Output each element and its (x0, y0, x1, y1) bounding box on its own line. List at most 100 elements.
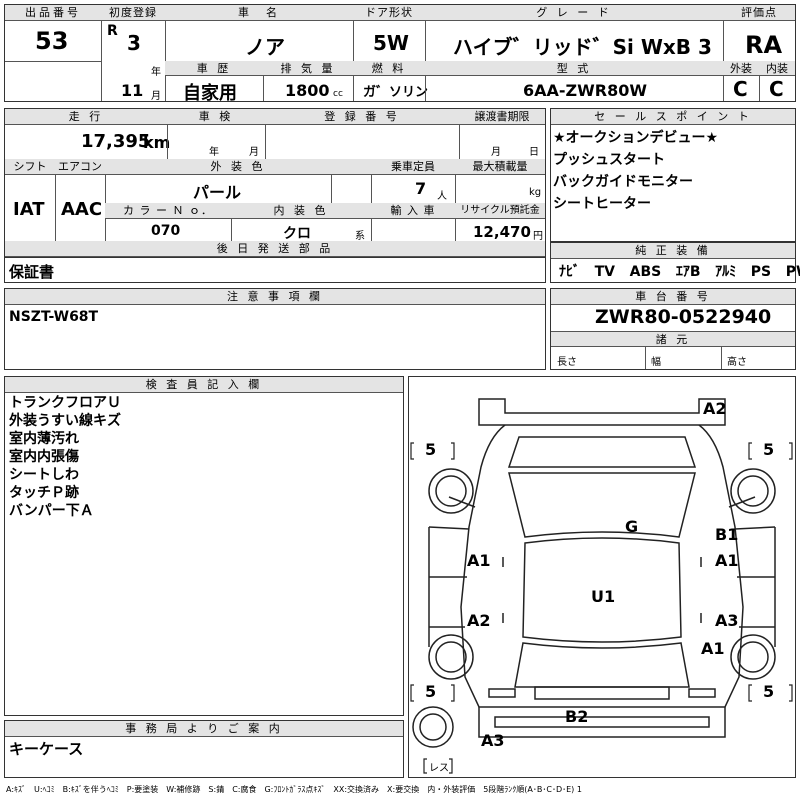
car-outline (410, 398, 793, 774)
chassis-number: ZWR80-0522940 (595, 306, 772, 328)
era: R (107, 23, 118, 39)
sales-point-item: プッシュスタート (553, 152, 665, 168)
displacement-label: 排 気 量 (263, 61, 353, 76)
capacity-unit: 人 (437, 191, 447, 202)
equipment-label: 純 正 装 備 (551, 243, 795, 259)
lot-no-label: 出品番号 (5, 5, 101, 21)
sales-points: セ ー ル ス ポ イ ン ト ★オークションデビュー★ プッシュスタート バッ… (550, 108, 796, 242)
width-label: 幅 (651, 357, 661, 368)
sales-points-list: ★オークションデビュー★ プッシュスタート バックガイドモニター シートヒーター (553, 129, 718, 213)
equipment-item: ﾅﾋﾞ (559, 264, 580, 280)
inspector-line: トランクフロアＵ (9, 395, 121, 411)
spare-tire-label: レス (429, 763, 449, 774)
office-notes: 事 務 局 よ り ご 案 内 キーケース (4, 720, 404, 778)
ac-label: エアコン (55, 159, 105, 175)
mileage: 17,395 (81, 131, 151, 152)
tire-mark: 5 (425, 682, 437, 701)
later-parts-box: 保証書 (4, 257, 546, 283)
inspector-line: 室内内張傷 (9, 449, 79, 465)
load-unit: kg (529, 187, 542, 198)
damage-mark: B2 (565, 707, 589, 726)
chassis: 車 台 番 号 ZWR80-0522940 諸 元 長さ 幅 高さ (550, 288, 796, 370)
length-label: 長さ (557, 357, 577, 368)
capacity-label: 乗車定員 (371, 159, 455, 175)
exterior-label: 外装 (723, 61, 759, 76)
grade: ハイブ゛リッド゛Si WxB 3 (453, 35, 712, 59)
recycle-unit: 円 (533, 231, 543, 242)
color-no-label: カ ラ ー Ｎ ｏ． (105, 203, 231, 219)
equipment-item: ABS (629, 264, 662, 280)
sales-points-label: セ ー ル ス ポ イ ン ト (551, 109, 795, 125)
model: 6AA-ZWR80W (523, 81, 648, 100)
fuel-label: 燃 料 (353, 61, 425, 76)
inspector-notes: 検 査 員 記 入 欄 トランクフロアＵ 外装うすい線キズ 室内薄汚れ 室内内張… (4, 376, 404, 716)
history: 自家用 (183, 83, 237, 104)
shift: IAT (13, 199, 45, 220)
damage-mark: A1 (715, 551, 739, 570)
interior-grade: C (769, 77, 784, 101)
later-parts-value: 保証書 (9, 263, 55, 281)
score-label: 評価点 (723, 5, 795, 21)
name-label: 車 名 (165, 5, 353, 21)
recycle-label: リサイクル預託金 (455, 203, 545, 219)
insp-year-unit: 年 (209, 147, 219, 158)
ac: AAC (61, 199, 103, 220)
transfer-label: 譲渡書期限 (459, 109, 545, 125)
inspector-lines: トランクフロアＵ 外装うすい線キズ 室内薄汚れ 室内内張傷 シートしわ タッチＰ… (9, 394, 121, 520)
recycle: 12,470 (473, 223, 531, 241)
grade-label: グ レ ー ド (425, 5, 723, 21)
office-label: 事 務 局 よ り ご 案 内 (5, 721, 403, 737)
import-label: 輸 入 車 (371, 203, 455, 219)
exterior-grade: C (733, 77, 748, 101)
inspector-line: 室内薄汚れ (9, 431, 79, 447)
lot-no: 53 (35, 27, 69, 55)
month-unit: 月 (151, 91, 161, 102)
first-reg-label: 初度登録 (101, 5, 165, 21)
model-label: 型 式 (425, 61, 723, 76)
equipment-item: PS (750, 264, 772, 280)
mileage-label: 走 行 (5, 109, 167, 125)
damage-mark: A3 (715, 611, 739, 630)
equipment-item: ｱﾙﾐ (715, 264, 737, 280)
damage-mark: A3 (481, 731, 505, 750)
vehicle-details: 走 行 17,395 km 車 検 年 月 登 録 番 号 譲渡書期限 月 日 … (4, 108, 546, 258)
displacement-unit: cc (333, 89, 343, 99)
inspector-line: シートしわ (9, 467, 79, 483)
color-no: 070 (151, 223, 181, 239)
inspector-line: バンパー下Ａ (9, 503, 94, 519)
header-section: 出品番号 53 初度登録 R 3 年 11 月 車 名 ノア ドア形状 5W グ… (4, 4, 796, 104)
damage-mark: A1 (467, 551, 491, 570)
door-label: ドア形状 (353, 5, 425, 21)
year-unit: 年 (151, 67, 161, 78)
reg-month: 11 (121, 81, 144, 100)
notes: 注 意 事 項 欄 NSZT-W68T (4, 288, 546, 370)
int-color-unit: 系 (355, 231, 365, 242)
transfer-day-unit: 日 (529, 147, 539, 158)
shift-label: シフト (5, 159, 55, 175)
chassis-label: 車 台 番 号 (551, 289, 795, 305)
damage-mark: G (625, 517, 639, 536)
equipment-item: PW (785, 264, 800, 280)
specs-label: 諸 元 (551, 331, 795, 347)
notes-label: 注 意 事 項 欄 (5, 289, 545, 305)
sales-point-item: バックガイドモニター (553, 174, 693, 190)
car-name: ノア (245, 35, 285, 59)
fuel: ガ゛ソリン (363, 85, 429, 100)
damage-diagram: 5 5 5 5 レス A2 G B1 A1 A1 U1 A2 A3 A1 B2 … (408, 376, 796, 778)
sales-point-item: シートヒーター (553, 196, 651, 212)
equipment-list: ﾅﾋﾞ TV ABS ｴｱB ｱﾙﾐ PS PW (559, 261, 800, 281)
reg-no-label: 登 録 番 号 (265, 109, 459, 125)
damage-mark: B1 (715, 525, 739, 544)
notes-value: NSZT-W68T (9, 309, 99, 325)
capacity: 7 (415, 179, 427, 198)
equipment: 純 正 装 備 ﾅﾋﾞ TV ABS ｴｱB ｱﾙﾐ PS PW (550, 242, 800, 283)
tire-mark: 5 (763, 440, 775, 459)
equipment-item: ｴｱB (675, 264, 701, 280)
int-color-label: 内 装 色 (231, 203, 371, 219)
door-type: 5W (373, 31, 409, 55)
insp-month-unit: 月 (249, 147, 259, 158)
inspector-label: 検 査 員 記 入 欄 (5, 377, 403, 393)
inspector-line: 外装うすい線キズ (9, 413, 121, 429)
damage-mark: U1 (591, 587, 616, 606)
load-label: 最大積載量 (455, 159, 545, 175)
